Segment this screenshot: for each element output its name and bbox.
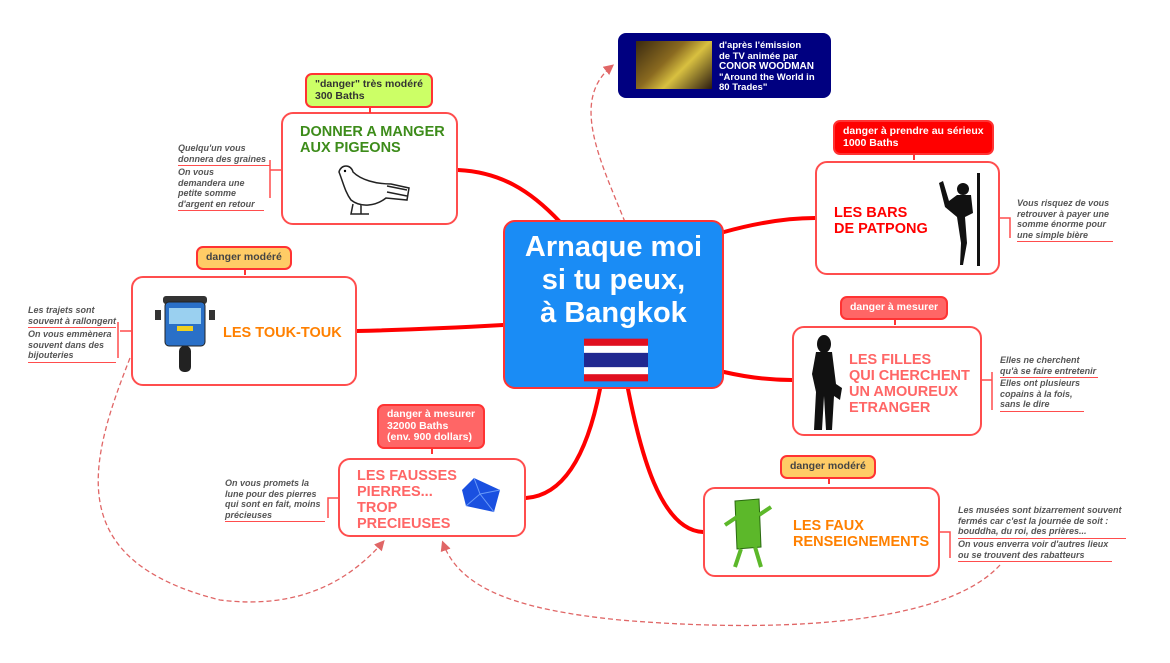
node-title: QUI CHERCHENT <box>849 368 970 384</box>
branch-bars <box>722 216 817 234</box>
note: On vous enverra voir d'autres lieux ou s… <box>958 539 1112 562</box>
note: Vous risquez de vous retrouver à payer u… <box>1017 198 1113 242</box>
central-line-3: à Bangkok <box>540 297 687 329</box>
pole-dancer-icon <box>939 173 980 266</box>
danger-callout-touk: danger modéré <box>196 246 292 274</box>
woman-silhouette-icon <box>812 335 842 430</box>
pigeon-icon <box>338 165 410 215</box>
source-line: "Around the World in <box>719 71 815 83</box>
note: Elles ne cherchent qu'à se faire entrete… <box>1000 355 1098 378</box>
node-title: LES TOUK-TOUK <box>223 325 342 341</box>
central-line-1: Arnaque moi <box>524 231 703 263</box>
source-line: de TV animée par <box>719 50 798 62</box>
note: Les trajets sont souvent à rallongent <box>28 305 116 328</box>
node-title: TROP <box>357 500 398 516</box>
relation-faux-pierres <box>440 540 1001 627</box>
relation-touk-pierres <box>97 357 385 603</box>
branch-pigeons <box>456 168 562 224</box>
node-title: UN AMOUREUX <box>849 384 959 400</box>
tuk-tuk-icon <box>155 296 215 372</box>
source-line: d'après l'émission <box>719 40 802 51</box>
note: On vous emmènera souvent dans des bijout… <box>28 329 116 363</box>
danger-callout-filles: danger à mesurer <box>840 296 949 324</box>
node-title: LES FAUX <box>793 518 864 534</box>
note: On vous promets la lune pour des pierres… <box>225 478 325 522</box>
node-title: ETRANGER <box>849 400 931 416</box>
danger-callout-faux: danger modéré <box>780 455 876 483</box>
central-line-2: si tu peux, <box>541 264 686 296</box>
branch-filles <box>722 370 794 382</box>
central-topic[interactable]: Arnaque moi si tu peux, à Bangkok <box>503 220 724 389</box>
node-title: PRECIEUSES <box>357 516 451 532</box>
node-title: RENSEIGNEMENTS <box>793 534 930 550</box>
note: Les musées sont bizarrement souvent ferm… <box>958 505 1126 539</box>
branch-touk <box>355 323 505 333</box>
thailand-flag-icon <box>584 338 648 382</box>
branch-pierres <box>524 387 602 500</box>
node-title: DONNER A MANGER <box>300 124 445 140</box>
node-title: LES FAUSSES <box>357 468 457 484</box>
map-character-icon <box>723 498 773 568</box>
source-line: CONOR WOODMAN <box>719 61 814 72</box>
node-title: PIERRES... <box>357 484 433 500</box>
node-title: AUX PIGEONS <box>300 140 401 156</box>
branch-faux <box>626 387 705 534</box>
note: Elles ont plusieurs copains à la fois, s… <box>1000 378 1084 412</box>
note: Quelqu'un vous donnera des graines <box>178 143 270 166</box>
node-touk[interactable]: LES TOUK-TOUK <box>131 276 357 386</box>
node-title: LES BARS <box>834 205 908 221</box>
gem-icon <box>462 477 501 513</box>
node-title: DE PATPONG <box>834 221 928 237</box>
node-title: LES FILLES <box>849 352 932 368</box>
source-line: 80 Trades" <box>719 82 768 93</box>
note: On vous demandera une petite somme d'arg… <box>178 167 264 211</box>
source-box[interactable]: d'après l'émission de TV animée par CONO… <box>618 33 831 98</box>
presenter-photo <box>636 41 712 89</box>
